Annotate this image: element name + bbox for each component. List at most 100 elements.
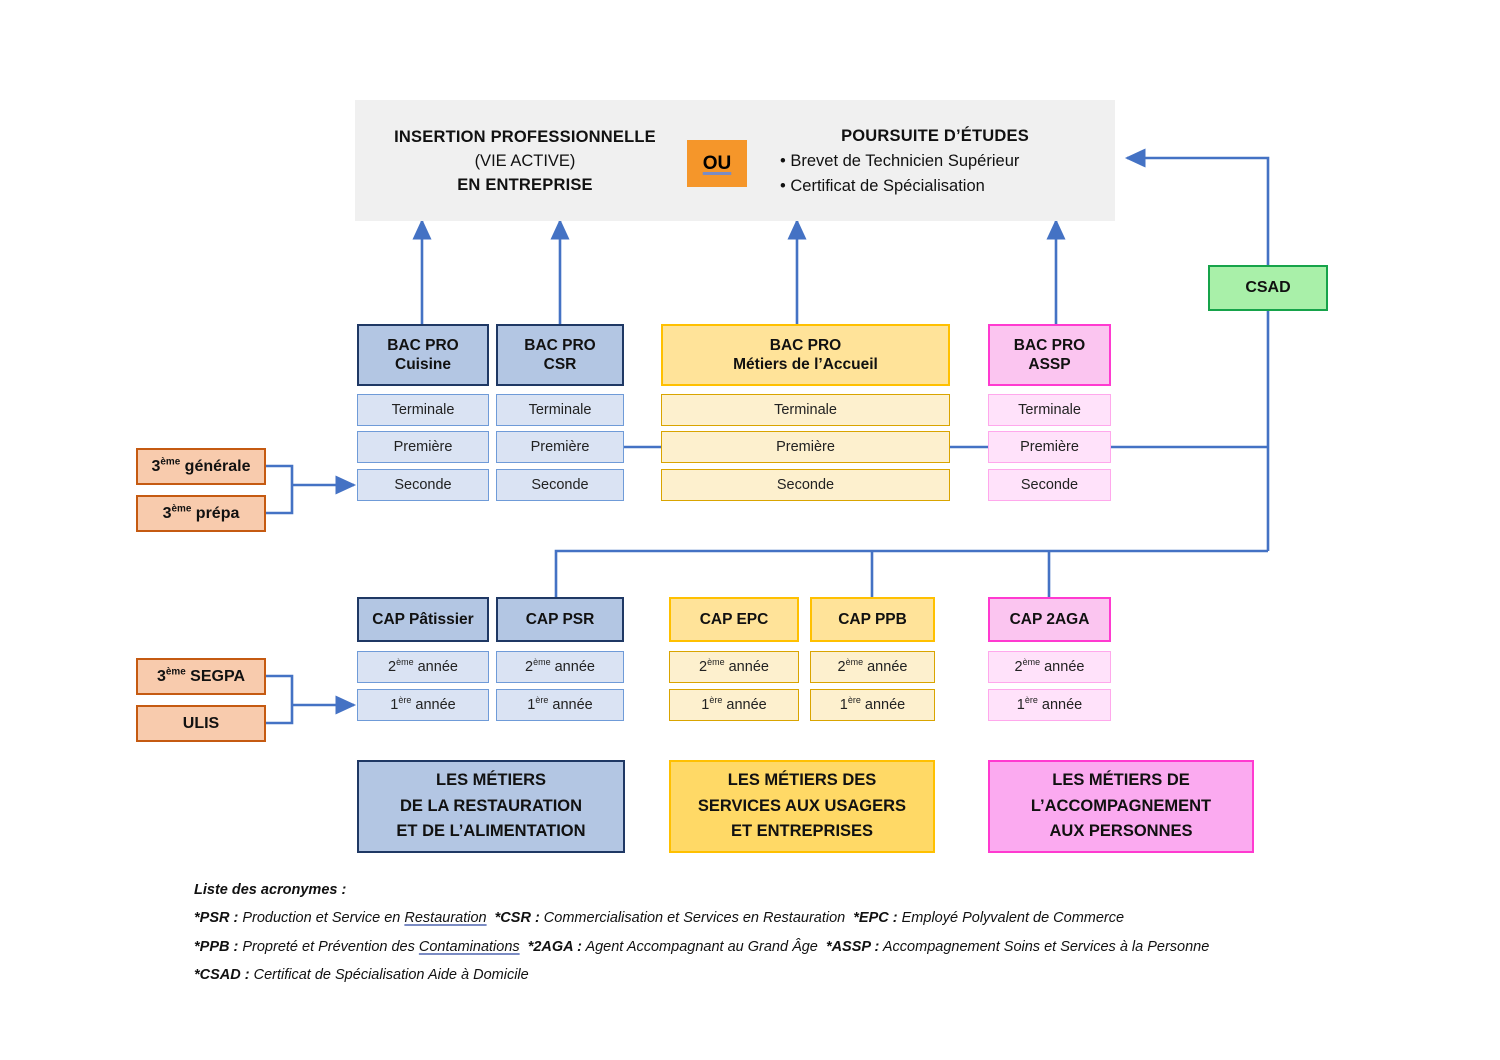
cap-patissier-annee-2[interactable]: 2ème année [357, 651, 489, 683]
csad-box[interactable]: CSAD [1208, 265, 1328, 311]
family-services: LES MÉTIERS DES SERVICES AUX USAGERS ET … [669, 760, 935, 853]
bacpro-cuisine-premiere[interactable]: Première [357, 431, 489, 463]
cap-epc-header[interactable]: CAP EPC [669, 597, 799, 642]
legend-epc-val: Employé Polyvalent de Commerce [897, 910, 1125, 927]
legend-psr-val-a: Production et Service en [238, 910, 405, 927]
cap-ppb-annee-2[interactable]: 2ème année [810, 651, 935, 683]
bacpro-csr-premiere[interactable]: Première [496, 431, 624, 463]
family-restauration: LES MÉTIERS DE LA RESTAURATION ET DE L’A… [357, 760, 625, 853]
bacpro-cuisine-title-1: BAC PRO [387, 336, 459, 354]
family-restauration-line-2: ET DE L’ALIMENTATION [396, 822, 586, 841]
level-label: Première [393, 438, 453, 455]
level-label: Terminale [1018, 401, 1081, 418]
legend-epc-key: *EPC : [853, 910, 898, 927]
cap-epc-annee-2[interactable]: 2ème année [669, 651, 799, 683]
acronym-legend: Liste des acronymes : *PSR : Production … [194, 876, 1314, 989]
insertion-title: INSERTION PROFESSIONNELLE [394, 128, 656, 146]
legend-gap-3 [520, 939, 528, 955]
level-label: 2ème année [525, 657, 595, 675]
family-accompagnement-line-1: L’ACCOMPAGNEMENT [1030, 796, 1212, 815]
cap-patissier-annee-1[interactable]: 1ère année [357, 689, 489, 721]
level-label: Terminale [774, 401, 837, 418]
insertion-line3: EN ENTREPRISE [457, 176, 593, 194]
ou-label: OU [702, 152, 732, 174]
cap-psr-header[interactable]: CAP PSR [496, 597, 624, 642]
bacpro-accueil-terminale[interactable]: Terminale [661, 394, 950, 426]
legend-line-3: *CSAD : Certificat de Spécialisation Aid… [194, 961, 1314, 989]
level-label: 2ème année [388, 657, 458, 675]
bacpro-assp-seconde[interactable]: Seconde [988, 469, 1111, 501]
legend-2aga-val: Agent Accompagnant au Grand Âge [581, 938, 818, 955]
entry-3eme-generale-label: 3ème générale [151, 456, 251, 475]
entry-3eme-generale[interactable]: 3ème générale [136, 448, 266, 485]
level-label: 1ère année [701, 695, 767, 713]
bacpro-cuisine-header[interactable]: BAC PRO Cuisine [357, 324, 489, 386]
family-services-line-0: LES MÉTIERS DES [727, 771, 877, 790]
bacpro-cuisine-seconde[interactable]: Seconde [357, 469, 489, 501]
bacpro-csr-terminale[interactable]: Terminale [496, 394, 624, 426]
bacpro-assp-title-1: BAC PRO [1013, 336, 1086, 354]
poursuite-bullet-1: • Certificat de Spécialisation [780, 177, 985, 195]
insertion-subtitle: (VIE ACTIVE) [474, 152, 576, 170]
poursuite-title: POURSUITE D’ÉTUDES [841, 127, 1029, 145]
legend-gap-1 [487, 910, 495, 926]
legend-psr-underlined: Restauration [404, 910, 487, 927]
family-restauration-line-1: DE LA RESTAURATION [399, 796, 583, 815]
entry-3eme-prepa[interactable]: 3ème prépa [136, 495, 266, 532]
cap-ppb-header[interactable]: CAP PPB [810, 597, 935, 642]
cap-psr-annee-1[interactable]: 1ère année [496, 689, 624, 721]
family-services-line-2: ET ENTREPRISES [730, 822, 874, 841]
bacpro-csr-title-2: CSR [543, 356, 577, 373]
cap-2aga-annee-1[interactable]: 1ère année [988, 689, 1111, 721]
entry-3eme-prepa-label: 3ème prépa [162, 503, 240, 522]
legend-psr-key: *PSR : [194, 910, 239, 927]
cap-patissier-header[interactable]: CAP Pâtissier [357, 597, 489, 642]
cap-psr-annee-2[interactable]: 2ème année [496, 651, 624, 683]
cap-epc-annee-1[interactable]: 1ère année [669, 689, 799, 721]
level-label: Terminale [391, 401, 455, 418]
bacpro-accueil-header[interactable]: BAC PRO Métiers de l’Accueil [661, 324, 950, 386]
cap-2aga-title: CAP 2AGA [1009, 610, 1090, 628]
family-accompagnement-line-0: LES MÉTIERS DE [1052, 771, 1190, 790]
level-label: Première [776, 438, 835, 455]
bacpro-cuisine-terminale[interactable]: Terminale [357, 394, 489, 426]
legend-csad-val: Certificat de Spécialisation Aide à Domi… [249, 966, 529, 983]
level-label: Seconde [776, 476, 835, 493]
level-label: 2ème année [837, 657, 908, 675]
family-accompagnement-line-2: AUX PERSONNES [1049, 822, 1193, 841]
insertion-block: INSERTION PROFESSIONNELLE (VIE ACTIVE) E… [380, 128, 670, 195]
bacpro-assp-terminale[interactable]: Terminale [988, 394, 1111, 426]
legend-csad-key: *CSAD : [194, 966, 250, 983]
bacpro-csr-header[interactable]: BAC PRO CSR [496, 324, 624, 386]
legend-2aga-key: *2AGA : [527, 938, 582, 955]
poursuite-bullet-0: • Brevet de Technicien Supérieur [780, 152, 1020, 170]
entry-ulis[interactable]: ULIS [136, 705, 266, 742]
cap-2aga-annee-2[interactable]: 2ème année [988, 651, 1111, 683]
level-label: 1ère année [527, 695, 593, 713]
cap-ppb-annee-1[interactable]: 1ère année [810, 689, 935, 721]
level-label: Terminale [528, 401, 592, 418]
csad-label: CSAD [1245, 279, 1291, 296]
entry-3eme-segpa[interactable]: 3ème SEGPA [136, 658, 266, 695]
poursuite-block: POURSUITE D’ÉTUDES • Brevet de Technicie… [780, 127, 1090, 196]
bacpro-csr-seconde[interactable]: Seconde [496, 469, 624, 501]
legend-csr-key: *CSR : [494, 910, 540, 927]
cap-2aga-header[interactable]: CAP 2AGA [988, 597, 1111, 642]
bacpro-accueil-seconde[interactable]: Seconde [661, 469, 950, 501]
bacpro-assp-header[interactable]: BAC PRO ASSP [988, 324, 1111, 386]
level-label: 1ère année [390, 695, 456, 713]
legend-line-1: *PSR : Production et Service en Restaura… [194, 904, 1314, 932]
bacpro-assp-title-2: ASSP [1028, 356, 1071, 373]
bacpro-csr-title-1: BAC PRO [524, 336, 596, 354]
bacpro-assp-premiere[interactable]: Première [988, 431, 1111, 463]
bacpro-accueil-premiere[interactable]: Première [661, 431, 950, 463]
cap-psr-title: CAP PSR [525, 610, 595, 628]
entry-ulis-label: ULIS [182, 714, 220, 732]
legend-assp-key: *ASSP : [825, 938, 880, 955]
cap-ppb-title: CAP PPB [838, 610, 907, 628]
legend-ppb-val-a: Propreté et Prévention des [238, 938, 419, 955]
family-services-line-1: SERVICES AUX USAGERS [697, 796, 907, 815]
level-label: Première [1020, 438, 1079, 455]
cap-patissier-title: CAP Pâtissier [372, 610, 474, 628]
